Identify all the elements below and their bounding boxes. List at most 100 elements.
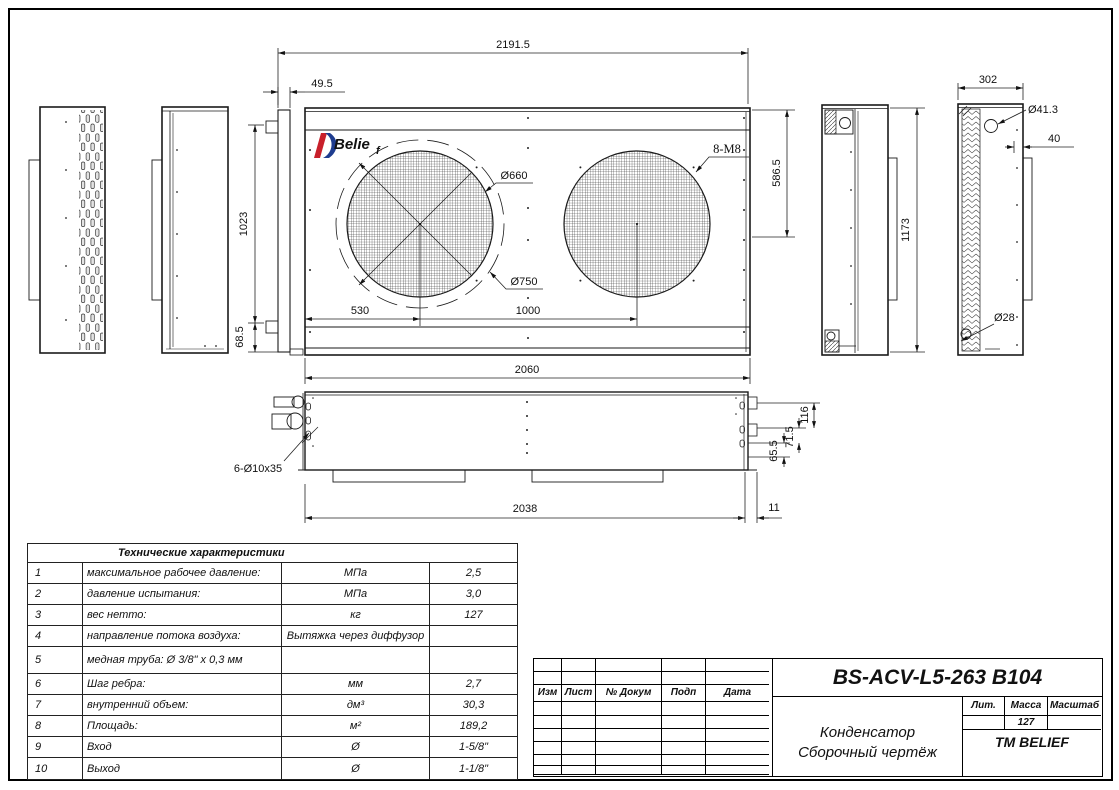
- spec-row-name: максимальное рабочее давление:: [82, 562, 282, 584]
- table-row: 7 внутренний объем: дм³ 30,3: [27, 694, 518, 716]
- dim-body-width: 2060: [515, 364, 539, 376]
- view-side-plain: [151, 106, 229, 354]
- dim-slot-spec: 6-Ø10x35: [234, 463, 282, 475]
- dim-fan-dia: Ø750: [511, 276, 538, 288]
- dim-fan-pitch: 1000: [516, 305, 540, 317]
- technical-drawing: Belie f 2191.5 49.5 586.5: [28, 39, 1074, 523]
- table-row: 6 Шаг ребра: мм 2,7: [27, 673, 518, 695]
- spec-row-num: 6: [27, 673, 83, 695]
- dim-depth: 302: [979, 74, 997, 86]
- spec-row-name: Вход: [82, 736, 282, 758]
- spec-row-num: 1: [27, 562, 83, 584]
- spec-row-name: Шаг ребра:: [82, 673, 282, 695]
- dim-top-to-fan: 586.5: [771, 159, 783, 187]
- logo-text-main: Belie: [334, 136, 370, 153]
- view-side-right2: [957, 103, 1033, 356]
- spec-row-value: [429, 625, 518, 647]
- drawing-type: Сборочный чертёж: [798, 744, 937, 761]
- table-row: 3 вес нетто: кг 127: [27, 604, 518, 626]
- spec-row-unit: мм: [281, 673, 430, 695]
- view-bottom: [271, 391, 758, 483]
- spec-row-name: вес нетто:: [82, 604, 282, 626]
- dim-fan-grill-dia: Ø660: [501, 170, 528, 182]
- spec-row-num: 7: [27, 694, 83, 716]
- spec-row-num: 3: [27, 604, 83, 626]
- table-row: 8 Площадь: м² 189,2: [27, 715, 518, 737]
- revision-col-izm: Изм: [534, 685, 562, 702]
- front-dimensions: [248, 48, 795, 384]
- dim-bolts: 8-M8: [713, 142, 741, 156]
- revision-col-list: Лист: [562, 685, 596, 702]
- dim-bottom-flange: 68.5: [234, 326, 246, 347]
- spec-row-num: 10: [27, 757, 83, 780]
- logo-text-sub: f: [376, 145, 381, 157]
- dim-pipe-offset: 40: [1048, 133, 1060, 145]
- spec-row-unit: дм³: [281, 694, 430, 716]
- table-row: 1 максимальное рабочее давление: МПа 2,5: [27, 562, 518, 584]
- dim-side-height: 1173: [900, 218, 912, 242]
- spec-row-name: Выход: [82, 757, 282, 780]
- spec-row-value: 1-5/8": [429, 736, 518, 758]
- spec-table: Технические характеристики 1 максимально…: [27, 543, 518, 780]
- revision-col-data: Дата: [706, 685, 769, 702]
- spec-row-unit: кг: [281, 604, 430, 626]
- spec-row-unit: МПа: [281, 562, 430, 584]
- table-row: 5 медная труба: Ø 3/8" x 0,3 мм: [27, 646, 518, 674]
- spec-row-value: 127: [429, 604, 518, 626]
- drawing-title: Конденсатор Сборочный чертёж: [773, 697, 963, 776]
- doc-number: BS-ACV-L5-263 B104: [773, 659, 1102, 697]
- dim-panel-height: 1023: [238, 212, 250, 236]
- spec-row-name: направление потока воздуха:: [82, 625, 282, 647]
- revision-table: Изм Лист № Докум Подп Дата: [534, 659, 773, 776]
- spec-row-num: 5: [27, 646, 83, 674]
- table-row: 10 Выход Ø 1-1/8": [27, 757, 518, 780]
- dim-base-length: 2038: [513, 503, 537, 515]
- revision-col-podp: Подп: [662, 685, 706, 702]
- spec-row-value: 3,0: [429, 583, 518, 605]
- spec-row-value: 2,7: [429, 673, 518, 695]
- spec-row-value: 30,3: [429, 694, 518, 716]
- title-block-sub: Лит. Масса Масштаб 127 TM BELIEF: [963, 697, 1102, 776]
- mass-value: 127: [1005, 716, 1048, 730]
- spec-row-name: внутренний объем:: [82, 694, 282, 716]
- dim-overall-width: 2191.5: [496, 39, 530, 51]
- spec-row-num: 8: [27, 715, 83, 737]
- product-title: Конденсатор: [819, 724, 916, 741]
- dim-outlet-dia: Ø28: [994, 312, 1015, 324]
- spec-row-name: Площадь:: [82, 715, 282, 737]
- spec-row-unit: Вытяжка через диффузор: [281, 625, 430, 647]
- bottom-dimensions: [283, 402, 820, 523]
- belief-logo: Belie f: [314, 133, 381, 158]
- table-row: 9 Вход Ø 1-5/8": [27, 736, 518, 758]
- spec-row-value: 189,2: [429, 715, 518, 737]
- view-front: Belie f: [265, 107, 751, 356]
- table-row: 2 давление испытания: МПа 3,0: [27, 583, 518, 605]
- dim-flange-offset: 49.5: [311, 78, 332, 90]
- spec-row-num: 4: [27, 625, 83, 647]
- dim-fan1-offset: 530: [351, 305, 369, 317]
- rivet-dots: [309, 117, 745, 339]
- spec-row-unit: Ø: [281, 757, 430, 780]
- spec-row-value: 2,5: [429, 562, 518, 584]
- spec-row-num: 2: [27, 583, 83, 605]
- spec-row-unit: Ø: [281, 736, 430, 758]
- side1-dimensions: [890, 107, 925, 353]
- side2-dim-labels: 302 Ø41.3 40 Ø28: [979, 74, 1060, 324]
- spec-row-unit: [281, 646, 430, 674]
- spec-row-value: [429, 646, 518, 674]
- spec-row-unit: МПа: [281, 583, 430, 605]
- view-side-right1: [821, 104, 898, 356]
- front-dim-labels: 2191.5 49.5 586.5 1023 68.5 Ø660 Ø750 8-…: [234, 39, 783, 376]
- sheet-border: [8, 8, 1113, 781]
- revision-col-docnum: № Докум: [596, 685, 662, 702]
- company-name: TM BELIEF: [995, 734, 1069, 750]
- spec-row-unit: м²: [281, 715, 430, 737]
- scale-label: Масштаб: [1048, 697, 1101, 716]
- dim-inlet-dia: Ø41.3: [1028, 104, 1058, 116]
- dim-step1: 116: [799, 406, 811, 424]
- spec-row-num: 9: [27, 736, 83, 758]
- spec-row-name: давление испытания:: [82, 583, 282, 605]
- side2-dimensions: [957, 83, 1074, 342]
- title-block: Изм Лист № Докум Подп Дата BS-ACV-L5-263…: [533, 658, 1103, 777]
